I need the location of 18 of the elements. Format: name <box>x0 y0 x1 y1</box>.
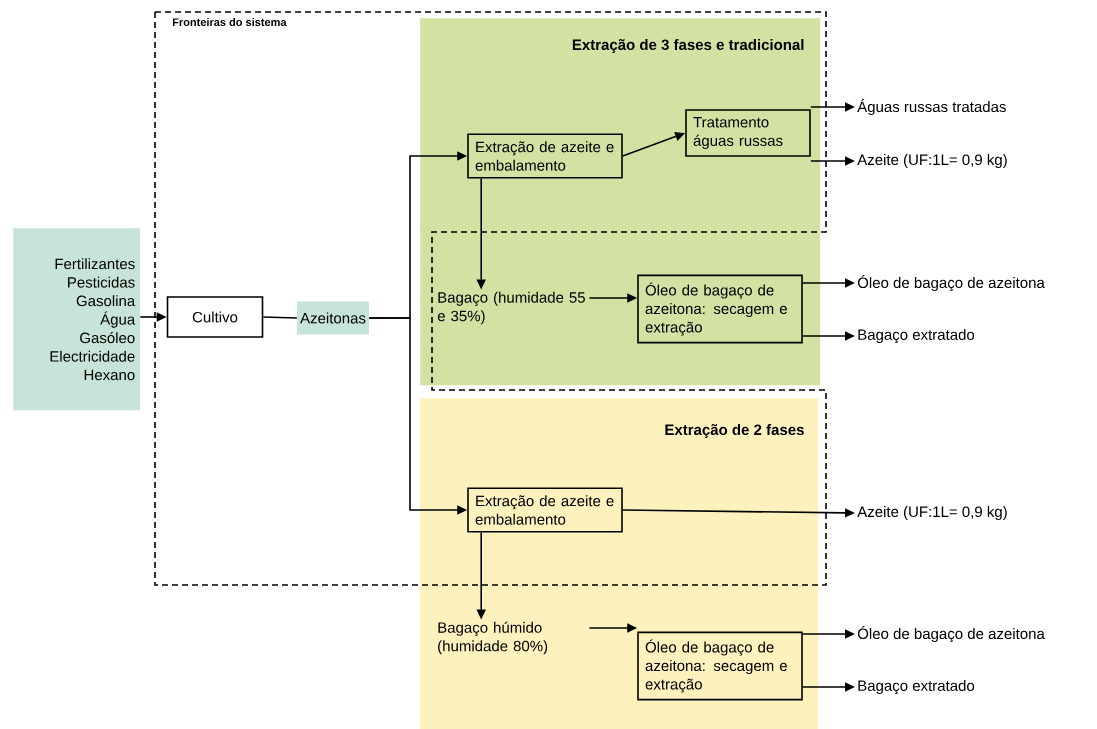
flow-text: Óleo de bagaço de azeitona <box>857 625 1045 643</box>
boundary-label: Fronteiras do sistema <box>170 15 289 29</box>
flow-text: Óleo de bagaço de azeitona <box>857 274 1045 292</box>
process-box: Óleo de bagaço de azeitona: secagem e extração <box>637 274 803 344</box>
product-label: Azeitonas <box>297 301 369 335</box>
process-box: Cultivo <box>166 296 264 338</box>
flow-text: Bagaço extratado <box>858 329 975 344</box>
input-list: Fertilizantes Pesticidas Gasolina Água Gasóleo Electricidade Hexano <box>13 228 141 411</box>
process-box: Tratamento águas russas <box>685 109 811 157</box>
flow-text: Bagaço (humidade 55 e 35%) <box>437 291 585 325</box>
process-box: Óleo de bagaço de azeitona: secagem e extração <box>637 631 803 701</box>
flow-text: Bagaço extratado <box>858 680 975 695</box>
flow-text: Azeite (UF:1L= 0,9 kg) <box>857 154 1007 168</box>
flow-text: Azeite (UF:1L= 0,9 kg) <box>857 506 1007 520</box>
process-box: Extração de azeite e embalamento <box>467 133 623 179</box>
flow-text: Bagaço húmido (humidade 80%) <box>438 621 548 655</box>
flow-text: Águas russas tratadas <box>857 98 1006 116</box>
process-box: Extração de azeite e embalamento <box>467 487 623 533</box>
